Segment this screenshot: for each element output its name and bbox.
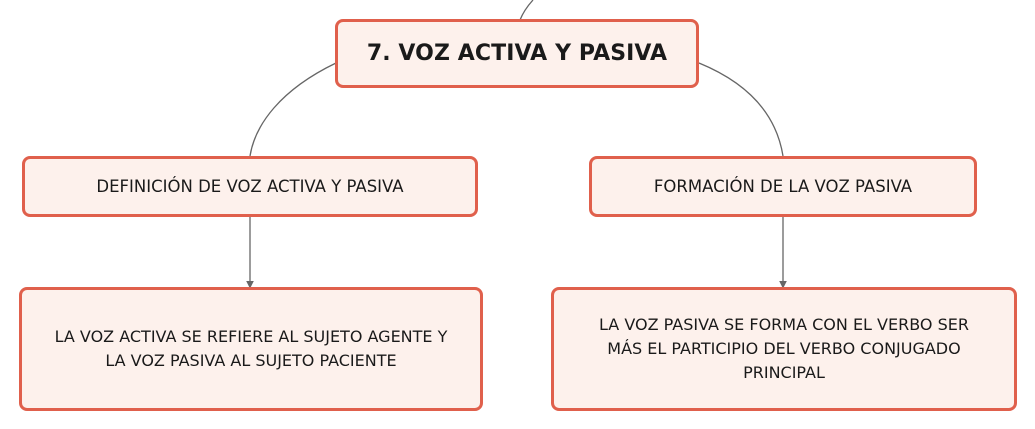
- formacion-detail-line: PRINCIPAL: [743, 363, 825, 382]
- formacion-node[interactable]: FORMACIÓN DE LA VOZ PASIVA: [589, 156, 977, 217]
- definicion-detail-line: LA VOZ ACTIVA SE REFIERE AL SUJETO AGENT…: [54, 327, 448, 346]
- connector-root-to-formacion: [698, 62, 784, 157]
- root-node-label: 7. VOZ ACTIVA Y PASIVA: [366, 41, 668, 66]
- definicion-detail-node[interactable]: LA VOZ ACTIVA SE REFIERE AL SUJETO AGENT…: [19, 287, 483, 411]
- root-node[interactable]: 7. VOZ ACTIVA Y PASIVA: [335, 19, 699, 88]
- formacion-node-label: FORMACIÓN DE LA VOZ PASIVA: [653, 177, 913, 196]
- definicion-node-label: DEFINICIÓN DE VOZ ACTIVA Y PASIVA: [96, 177, 404, 196]
- formacion-detail-node[interactable]: LA VOZ PASIVA SE FORMA CON EL VERBO SER …: [551, 287, 1017, 411]
- definicion-detail-line: LA VOZ PASIVA AL SUJETO PACIENTE: [105, 351, 397, 370]
- formacion-detail-line: LA VOZ PASIVA SE FORMA CON EL VERBO SER: [599, 315, 969, 334]
- connector-root-to-definicion: [249, 62, 337, 157]
- incoming-connector: [519, 0, 534, 21]
- definicion-node[interactable]: DEFINICIÓN DE VOZ ACTIVA Y PASIVA: [22, 156, 478, 217]
- formacion-detail-line: MÁS EL PARTICIPIO DEL VERBO CONJUGADO: [607, 339, 961, 358]
